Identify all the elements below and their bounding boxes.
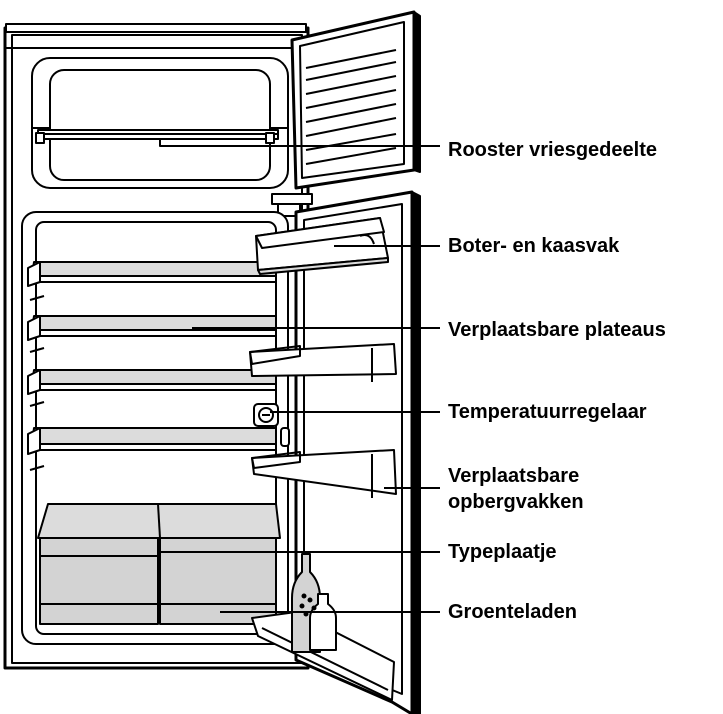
label-typeplaatje: Typeplaatje — [448, 541, 557, 563]
freezer-rack — [35, 129, 279, 144]
label-rooster-vriesgedeelte: Rooster vriesgedeelte — [448, 139, 657, 161]
label-verplaatsbare-plateaus: Verplaatsbare plateaus — [448, 319, 666, 341]
door-bin-middle — [251, 449, 397, 498]
temperature-knob — [253, 403, 290, 447]
butter-cheese-compartment — [255, 217, 389, 275]
leader-rooster — [159, 140, 440, 147]
label-boter-en-kaasvak: Boter- en kaasvak — [448, 235, 620, 257]
leader-typeplaatje — [40, 551, 440, 557]
label-temperatuurregelaar: Temperatuurregelaar — [448, 401, 647, 423]
freezer-compartment — [31, 57, 289, 189]
label-verplaatsbare-opbergvakken-1: Verplaatsbare — [448, 465, 580, 487]
bottles — [291, 553, 337, 653]
label-verplaatsbare-opbergvakken-2: opbergvakken — [448, 491, 584, 513]
vegetable-drawers — [37, 503, 281, 625]
leader-lines — [40, 140, 440, 613]
label-groenteladen: Groenteladen — [448, 601, 577, 623]
shelf-rails — [29, 295, 45, 471]
door-bin-upper — [249, 343, 397, 382]
fridge-shelves — [27, 261, 277, 455]
freezer-door — [290, 10, 421, 190]
